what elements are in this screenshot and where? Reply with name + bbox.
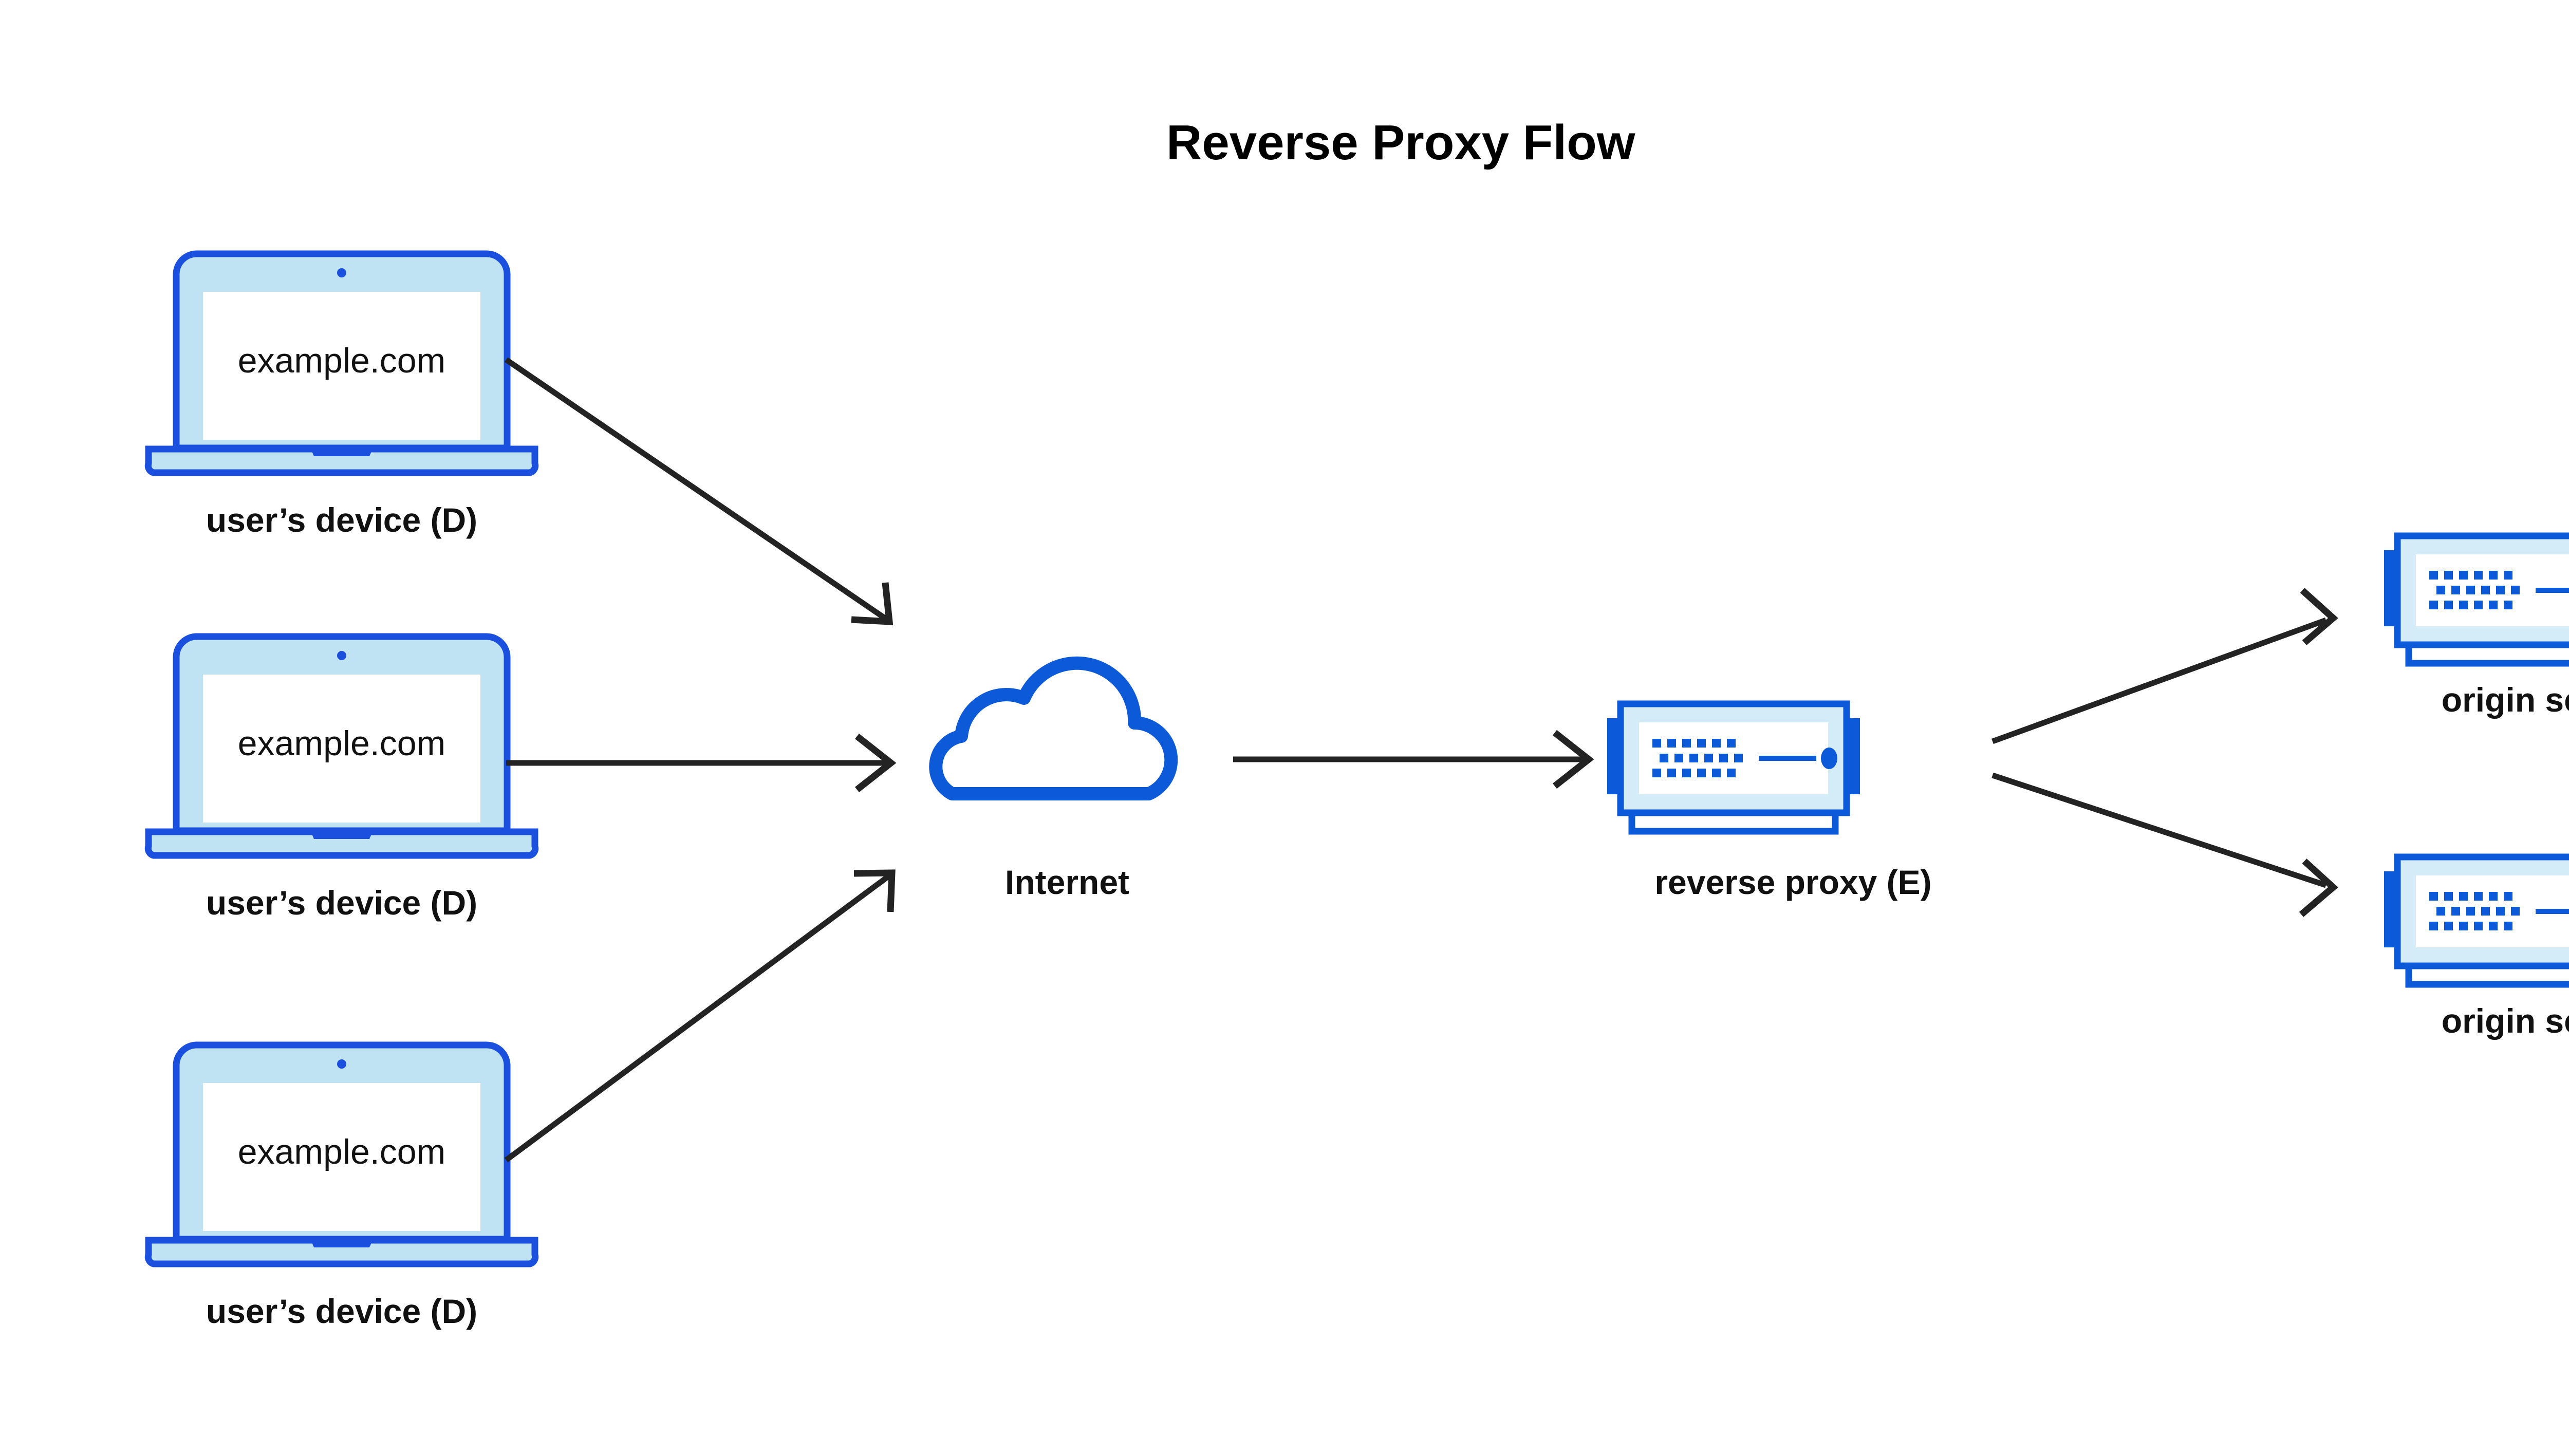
client-screen-text: example.com xyxy=(238,724,445,763)
origin-label: origin server (F) xyxy=(2442,1002,2569,1040)
edge-client-middle-to-internet xyxy=(506,733,897,793)
server-icon xyxy=(1607,704,1860,831)
node-client-middle[interactable]: example.com user’s device (D) xyxy=(148,637,535,922)
internet-label: Internet xyxy=(1005,863,1129,901)
node-client-bottom[interactable]: example.com user’s device (D) xyxy=(148,1045,535,1330)
client-screen-text: example.com xyxy=(238,341,445,380)
node-origin-bottom[interactable]: origin server (F) xyxy=(2384,857,2569,1040)
origin-label: origin server (F) xyxy=(2442,681,2569,719)
client-label: user’s device (D) xyxy=(206,1292,477,1330)
cloud-icon xyxy=(936,663,1171,794)
page-title: Reverse Proxy Flow xyxy=(1166,115,1635,170)
node-origin-top[interactable]: origin server (F) xyxy=(2384,536,2569,719)
edge-proxy-to-origin-bottom xyxy=(1991,772,2338,917)
server-icon xyxy=(2384,857,2569,984)
node-reverse-proxy[interactable]: reverse proxy (E) xyxy=(1607,704,1932,901)
client-label: user’s device (D) xyxy=(206,884,477,922)
edge-client-top-to-internet xyxy=(504,357,893,625)
edge-client-bottom-to-internet xyxy=(504,869,896,1163)
proxy-label: reverse proxy (E) xyxy=(1654,863,1931,901)
client-screen-text: example.com xyxy=(238,1132,445,1171)
client-label: user’s device (D) xyxy=(206,501,477,539)
edge-proxy-to-origin-top xyxy=(1991,588,2338,744)
server-icon xyxy=(2384,536,2569,663)
node-client-top[interactable]: example.com user’s device (D) xyxy=(148,254,535,539)
node-internet[interactable]: Internet xyxy=(936,663,1171,901)
edge-internet-to-proxy xyxy=(1233,730,1594,789)
